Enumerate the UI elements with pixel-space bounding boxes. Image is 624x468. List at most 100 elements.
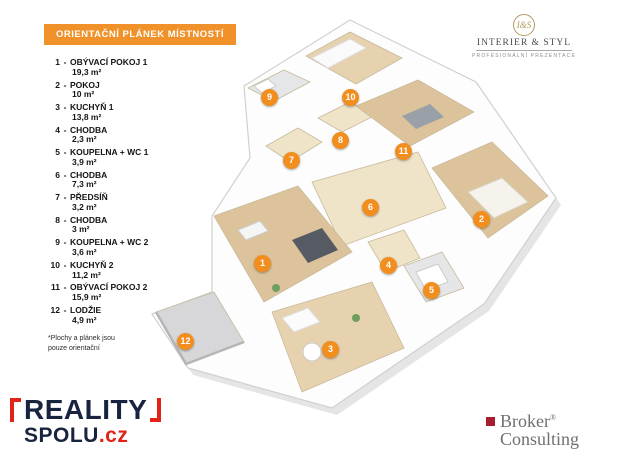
red-bracket-right-icon <box>150 398 162 422</box>
room-name: KUCHYŇ 1 <box>70 102 114 113</box>
room-number: 12 <box>50 304 60 315</box>
red-bracket-left-icon <box>10 398 21 422</box>
interier-monogram-icon: I&S <box>513 14 535 36</box>
room-name: CHODBA <box>70 124 108 135</box>
separator: - <box>63 169 67 180</box>
broker-consulting-logo: Broker® Consulting <box>486 412 579 449</box>
kitchen1-counter <box>281 307 321 333</box>
plan-marker-9: 9 <box>261 89 278 106</box>
separator: - <box>63 214 67 225</box>
room-number: 9 <box>55 237 60 248</box>
room-number: 1 <box>55 57 60 67</box>
room-1-obyvaci1 <box>213 185 353 303</box>
separator: - <box>63 124 67 135</box>
plan-marker-10: 10 <box>342 89 359 106</box>
interier-name: INTERIER & STYL <box>476 38 572 48</box>
legend-item: 8-CHODBA 3 m² <box>46 214 214 236</box>
separator: - <box>63 79 67 90</box>
legend-item: 11-OBÝVACÍ POKOJ 2 15,9 m² <box>46 283 214 303</box>
room-number: 2 <box>55 79 60 90</box>
separator: - <box>63 237 67 248</box>
room-number: 4 <box>55 124 60 135</box>
room-name: CHODBA <box>70 169 108 180</box>
disclaimer-note: *Plochy a plánek jsou pouze orientační <box>46 334 214 353</box>
separator: - <box>63 282 67 293</box>
registered-mark: ® <box>549 413 557 422</box>
legend-item: 1-OBÝVACÍ POKOJ 1 19,3 m² <box>46 57 214 78</box>
sofa-living2 <box>402 104 444 129</box>
room-area: 11,2 m² <box>72 269 101 280</box>
room-area: 3,6 m² <box>72 247 97 258</box>
room-number: 3 <box>55 102 60 113</box>
legend-item: 12-LODŽIE 4,9 m² <box>46 304 214 326</box>
room-area: 3 m² <box>72 224 90 235</box>
broker-square-icon <box>486 417 495 426</box>
disclaimer-line-2: pouze orientační <box>48 344 100 352</box>
plan-marker-3: 3 <box>322 341 339 358</box>
disclaimer-line-1: *Plochy a plánek jsou <box>48 335 115 343</box>
room-area: 7,3 m² <box>72 179 97 190</box>
plan-marker-2: 2 <box>473 211 490 228</box>
room-name: KOUPELNA + WC 2 <box>70 237 149 248</box>
room-name: PŘEDSÍŇ <box>70 192 108 203</box>
room-name: CHODBA <box>70 214 108 225</box>
room-number: 6 <box>55 169 60 180</box>
plan-marker-6: 6 <box>362 199 379 216</box>
room-area: 19,3 m² <box>72 66 102 77</box>
bathtub <box>415 263 449 291</box>
room-number: 5 <box>55 147 60 158</box>
plant <box>352 314 360 322</box>
balcony-railing <box>154 311 245 366</box>
plan-marker-5: 5 <box>423 282 440 299</box>
separator: - <box>63 57 67 67</box>
room-number: 11 <box>51 282 60 293</box>
legend-item: 2-POKOJ 10 m² <box>46 79 214 101</box>
room-name: OBÝVACÍ POKOJ 2 <box>70 282 148 293</box>
room-area: 4,9 m² <box>72 314 97 325</box>
room-7-predsin <box>265 127 323 163</box>
plant <box>272 284 280 292</box>
room-name: OBÝVACÍ POKOJ 1 <box>70 57 148 67</box>
room-area: 2,3 m² <box>72 134 97 145</box>
plan-marker-7: 7 <box>283 152 300 169</box>
kitchen2-counter <box>310 38 368 69</box>
room-name: KOUPELNA + WC 1 <box>70 147 149 158</box>
cz-suffix: .cz <box>98 424 129 447</box>
room-number: 8 <box>55 214 60 225</box>
bed <box>467 177 529 219</box>
reality-spolu-logo: REALITY SPOLU.cz <box>10 394 162 447</box>
separator: - <box>63 304 67 315</box>
bathroom2-fixture <box>253 78 277 94</box>
consulting-word: Consulting <box>500 429 580 450</box>
room-area: 3,9 m² <box>72 156 97 167</box>
room-name: LODŽIE <box>70 304 102 315</box>
room-number: 10 <box>50 259 60 270</box>
furniture <box>237 38 529 362</box>
separator: - <box>63 147 67 158</box>
interier-styl-logo: I&S INTERIER & STYL PROFESIONÁLNÍ PREZEN… <box>468 14 580 59</box>
plan-marker-11: 11 <box>395 143 412 160</box>
room-number: 7 <box>55 192 60 203</box>
legend-item: 9-KOUPELNA + WC 2 3,6 m² <box>46 237 214 258</box>
dining-table <box>302 342 322 362</box>
room-6-chodba <box>311 151 447 247</box>
room-area: 3,2 m² <box>72 201 97 212</box>
reality-word: REALITY <box>24 394 148 425</box>
plan-marker-12: 12 <box>177 333 194 350</box>
spolu-word: SPOLU <box>24 424 99 447</box>
room-area: 10 m² <box>72 89 95 100</box>
legend-item: 10-KUCHYŇ 2 11,2 m² <box>46 259 214 281</box>
legend-item: 4-CHODBA 2,3 m² <box>46 124 214 146</box>
legend-item: 7-PŘEDSÍŇ 3,2 m² <box>46 192 214 213</box>
room-area: 15,9 m² <box>72 292 102 303</box>
separator: - <box>63 192 67 203</box>
room-name: POKOJ <box>70 79 100 90</box>
room-10-kuchyn2 <box>305 31 403 85</box>
room-area: 13,8 m² <box>72 111 102 122</box>
legend-item: 5-KOUPELNA + WC 1 3,9 m² <box>46 147 214 168</box>
interier-divider <box>476 50 572 51</box>
separator: - <box>63 259 67 270</box>
tv-unit <box>237 220 269 241</box>
